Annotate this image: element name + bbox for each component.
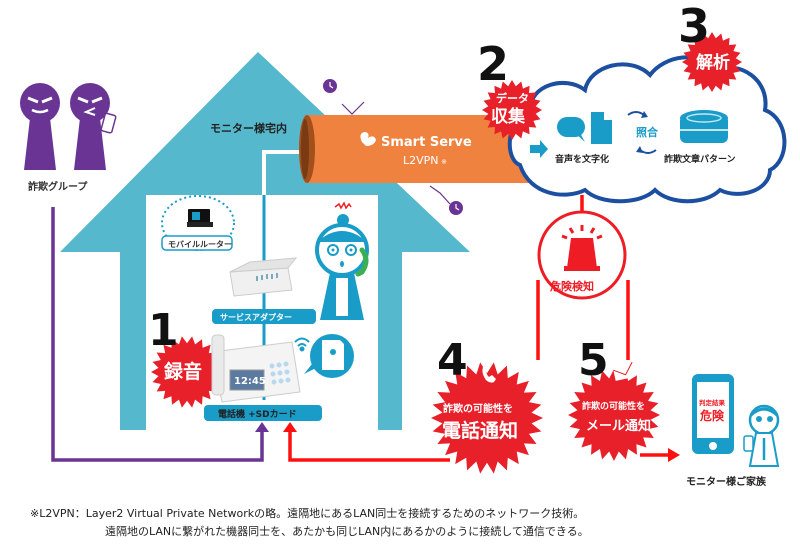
step-2-number: 2 — [477, 37, 509, 91]
fax-phone: 12:45 電話機 +SDカード — [204, 334, 354, 421]
fraud-person-1 — [20, 83, 60, 170]
elderly-person — [315, 201, 369, 320]
match-label: 照合 — [636, 125, 659, 139]
step-5-burst — [568, 369, 660, 461]
stress-icon — [334, 201, 352, 210]
smartphone-icon — [100, 112, 117, 134]
step-4-label-line2: 電話通知 — [442, 419, 518, 442]
wifi-icon — [294, 337, 310, 352]
clock-icon — [429, 185, 463, 215]
fraud-patterns-label: 詐欺文章パターン — [664, 153, 736, 165]
fraud-group-label: 詐欺グループ — [28, 180, 88, 193]
phone-display-time: 12:45 — [234, 376, 266, 387]
pipe-note-mark: ※ — [441, 158, 447, 166]
phone-notify-line — [288, 430, 450, 462]
pipe-label: L2VPN — [403, 154, 439, 167]
footnote-line-1: ※L2VPN：Layer2 Virtual Private Networkの略。… — [30, 507, 585, 520]
fraud-detection-diagram: モニター様宅内 詐欺グループ Smart Serv — [20, 0, 787, 488]
step-1-number: 1 — [148, 305, 179, 356]
cloud-shape — [507, 55, 787, 204]
result-value: 危険 — [699, 408, 725, 423]
data-arrow — [530, 140, 548, 158]
danger-detection-label: 危険検知 — [549, 279, 594, 293]
mail-to-family-arrow — [668, 448, 680, 462]
step-2-burst — [482, 80, 542, 140]
mail-icon — [612, 361, 636, 381]
swan-logo-icon — [360, 132, 376, 146]
brand-name: Smart Serve — [381, 135, 472, 150]
match-arrows-icon — [627, 111, 657, 154]
fraud-call-line — [51, 207, 264, 462]
siren-icon — [561, 225, 603, 271]
step-5-number: 5 — [578, 335, 609, 386]
smartphone-icon — [743, 435, 754, 452]
step-4-label-line1: 詐欺の可能性を — [443, 402, 513, 415]
fraud-person-2 — [70, 83, 117, 170]
service-adapter: サービスアダプター — [212, 257, 316, 324]
step-3-label: 解析 — [696, 52, 730, 73]
step-5-label-line1: 詐欺の可能性を — [582, 400, 645, 412]
result-label: 判定結果 — [699, 398, 726, 407]
step-4-burst — [431, 362, 543, 474]
house-roof — [60, 52, 470, 430]
step-4-number: 4 — [437, 335, 468, 386]
family-label: モニター様ご家族 — [686, 475, 767, 488]
step-3-number: 3 — [678, 0, 710, 53]
service-adapter-label: サービスアダプター — [220, 312, 292, 322]
cloud: 音声を文字化 照合 詐欺文章パターン — [507, 55, 787, 204]
step-2-label-line1: データ — [496, 91, 529, 105]
smart-serve-logo: Smart Serve — [360, 132, 472, 150]
clock-icon — [323, 79, 365, 115]
sd-card-icon — [304, 334, 354, 378]
danger-detection: 危険検知 — [537, 210, 627, 300]
footnote-line-2: 遠隔地のLANに繋がれた機器同士を、あたかも同じLAN内にあるかのように接続して… — [105, 525, 589, 538]
family-person — [743, 404, 780, 467]
step-1-label: 録音 — [164, 360, 202, 383]
family-smartphone: 判定結果 危険 — [692, 374, 734, 454]
step-2-label-line2: 収集 — [491, 106, 526, 127]
fraud-group: 詐欺グループ — [20, 83, 117, 193]
database-icon — [680, 110, 728, 143]
step-1-burst — [151, 336, 223, 408]
mobile-router: モバイルルーター — [161, 195, 235, 251]
step-5-label-line2: メール通知 — [586, 418, 651, 434]
phone-notify-arrow — [283, 422, 297, 432]
speech-to-text-label: 音声を文字化 — [555, 153, 609, 165]
phone-display — [229, 369, 265, 391]
mobile-router-label: モバイルルーター — [168, 239, 232, 249]
house-label: モニター様宅内 — [210, 121, 287, 135]
speech-to-text-icon — [557, 112, 612, 144]
fraud-call-arrow — [255, 422, 269, 432]
phone-icon — [482, 361, 496, 383]
handset-icon — [355, 247, 369, 277]
phone-sd-label: 電話機 +SDカード — [218, 408, 297, 420]
step-3-burst — [682, 32, 742, 92]
